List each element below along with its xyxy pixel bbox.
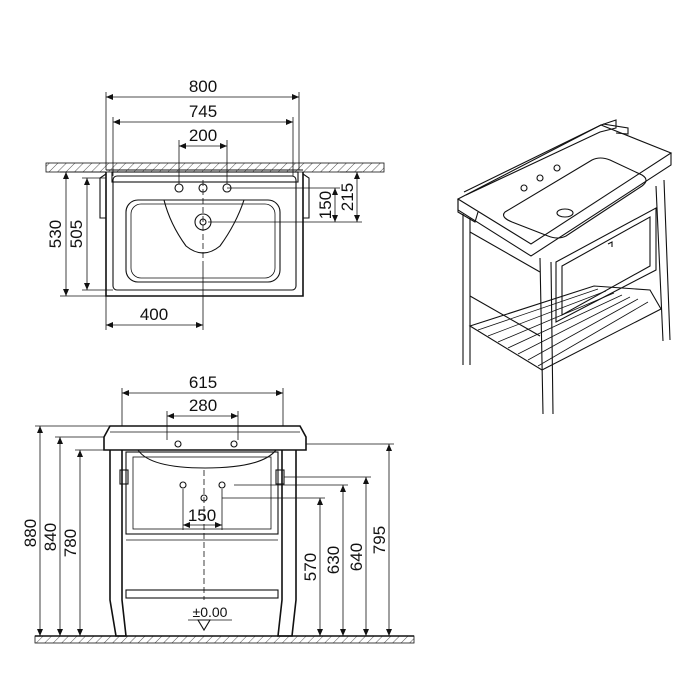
- iso-leg-front-right: [539, 257, 554, 415]
- dim-front-tap-spacing: 280: [189, 396, 217, 415]
- back-splash: [111, 171, 299, 183]
- front-view: 615 280 150 ±0.00 880 840 780 570 630: [21, 373, 415, 644]
- dim-height-c: 640: [347, 543, 366, 571]
- front-shelf: [125, 589, 279, 599]
- iso-tap-3: [553, 164, 561, 172]
- front-basin-underside: [137, 449, 277, 469]
- iso-tap-2: [536, 174, 544, 182]
- front-top: [103, 425, 307, 451]
- front-hole-right: [218, 481, 226, 489]
- iso-drain: [556, 208, 574, 218]
- dim-tap-to-drain: 150: [316, 191, 335, 219]
- dim-drain-spacing: 150: [188, 506, 216, 525]
- iso-slab-edge: [457, 153, 672, 257]
- iso-leg-front-left: [462, 214, 471, 365]
- dim-wall-to-drain: 215: [338, 183, 357, 211]
- dim-height-d: 795: [370, 526, 389, 554]
- iso-drawer-panel: [561, 216, 651, 316]
- tap-hole-left: [174, 183, 184, 193]
- iso-drawer-handle: [607, 241, 613, 247]
- iso-side-rail: [469, 295, 541, 337]
- front-tap-left: [174, 440, 182, 448]
- top-view: 800 745 200 530 505 150 215: [45, 77, 385, 330]
- iso-apron: [469, 231, 541, 273]
- isometric-view: [456, 119, 673, 415]
- dim-width-inner: 745: [189, 102, 217, 121]
- iso-leg-back-right: [655, 179, 671, 342]
- front-tap-right: [230, 440, 238, 448]
- dim-width-overall: 800: [189, 77, 217, 96]
- front-hole-left: [179, 481, 187, 489]
- wall-band-top: [45, 162, 385, 173]
- front-drawer: [125, 451, 279, 535]
- iso-ear-left: [457, 199, 479, 223]
- dim-top-width: 615: [189, 373, 217, 392]
- dim-height-a: 570: [301, 553, 320, 581]
- dim-drain-offset: 400: [140, 305, 168, 324]
- floor-band: [34, 635, 415, 644]
- right-ear: [302, 173, 310, 219]
- dim-depth-inner: 505: [67, 220, 86, 248]
- iso-shelf-slats: [477, 288, 649, 367]
- dim-depth-overall: 530: [46, 220, 65, 248]
- front-drawer-handle-left: [119, 469, 129, 485]
- inner-rim: [112, 175, 297, 291]
- front-drawer-panel: [132, 456, 272, 530]
- iso-backsplash-end: [602, 123, 629, 135]
- iso-drawer: [555, 207, 657, 323]
- dim-height-b: 630: [324, 546, 343, 574]
- iso-backsplash: [463, 119, 617, 196]
- iso-bowl: [503, 157, 647, 239]
- left-ear: [99, 173, 107, 219]
- dim-height-rim: 840: [41, 523, 60, 551]
- front-leg-left: [109, 450, 127, 637]
- iso-shelf: [468, 285, 662, 371]
- dim-height-top: 780: [61, 529, 80, 557]
- dim-tap-spacing: 200: [189, 126, 217, 145]
- front-leg-right: [277, 450, 297, 637]
- level-marker-icon: [197, 619, 211, 632]
- iso-tap-1: [520, 184, 528, 192]
- dim-height-overall: 880: [21, 519, 40, 547]
- floor-level-label: ±0.00: [193, 604, 228, 620]
- tap-deck: [163, 199, 245, 254]
- basin-outline: [105, 172, 304, 297]
